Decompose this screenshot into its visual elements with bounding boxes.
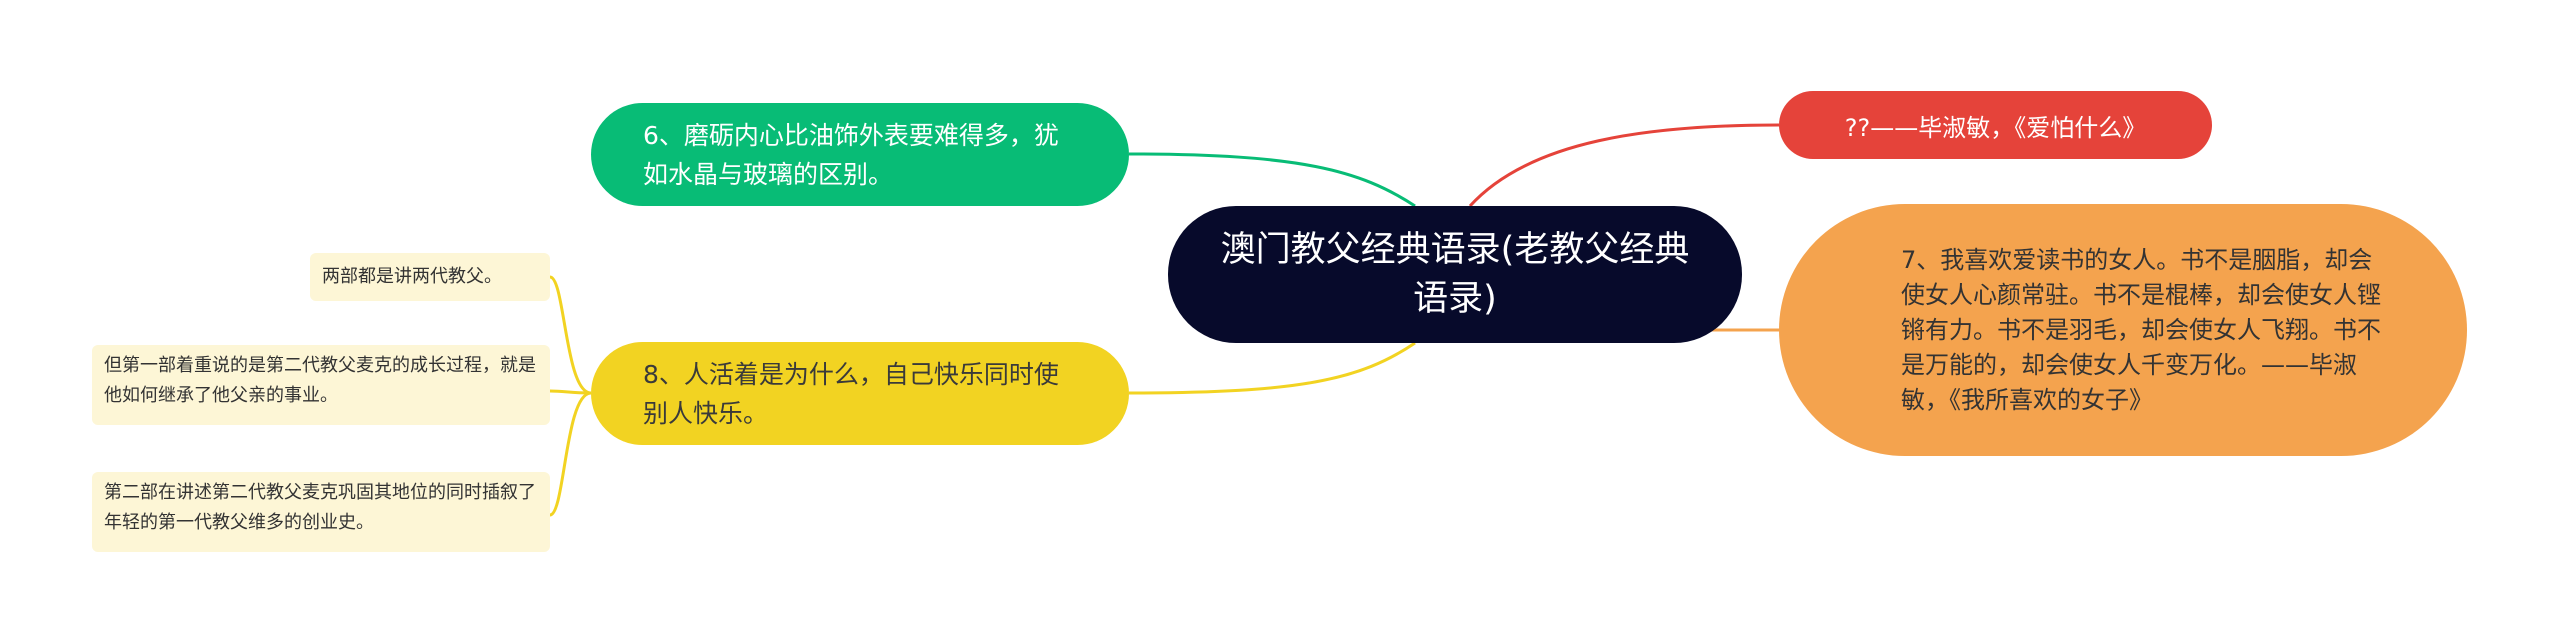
leaf-node-3[interactable]: 第二部在讲述第二代教父麦克巩固其地位的同时插叙了年轻的第一代教父维多的创业史。: [92, 472, 550, 552]
central-topic-text: 澳门教父经典语录(老教父经典语录): [1220, 229, 1690, 319]
branch-quote-text: ??——毕淑敏，《爱怕什么》: [1844, 113, 2147, 142]
leaf-1-text: 两部都是讲两代教父。: [322, 266, 502, 287]
leaf-2-text: 但第一部着重说的是第二代教父麦克的成长过程，就是他如何继承了他父亲的事业。: [104, 355, 536, 406]
branch-node-8[interactable]: 8、人活着是为什么，自己快乐同时使别人快乐。: [591, 342, 1129, 445]
central-topic[interactable]: 澳门教父经典语录(老教父经典语录): [1168, 206, 1742, 343]
connector-to-leaf-1: [549, 275, 592, 395]
leaf-node-2[interactable]: 但第一部着重说的是第二代教父麦克的成长过程，就是他如何继承了他父亲的事业。: [92, 345, 550, 425]
leaf-3-text: 第二部在讲述第二代教父麦克巩固其地位的同时插叙了年轻的第一代教父维多的创业史。: [104, 482, 536, 533]
connector-to-branch-8: [1128, 341, 1416, 395]
leaf-node-1[interactable]: 两部都是讲两代教父。: [310, 253, 550, 301]
connector-to-branch-6: [1128, 152, 1416, 208]
branch-node-6[interactable]: 6、磨砺内心比油饰外表要难得多，犹如水晶与玻璃的区别。: [591, 103, 1129, 206]
branch-7-text: 7、我喜欢爱读书的女人。书不是胭脂，却会使女人心颜常驻。书不是棍棒，却会使女人铿…: [1901, 245, 2381, 414]
branch-6-text: 6、磨砺内心比油饰外表要难得多，犹如水晶与玻璃的区别。: [643, 120, 1059, 189]
branch-8-text: 8、人活着是为什么，自己快乐同时使别人快乐。: [643, 359, 1059, 428]
branch-node-quote[interactable]: ??——毕淑敏，《爱怕什么》: [1779, 91, 2212, 159]
connector-to-branch-quote: [1468, 123, 1780, 208]
connector-to-leaf-3: [549, 391, 592, 517]
branch-node-7[interactable]: 7、我喜欢爱读书的女人。书不是胭脂，却会使女人心颜常驻。书不是棍棒，却会使女人铿…: [1779, 204, 2467, 456]
